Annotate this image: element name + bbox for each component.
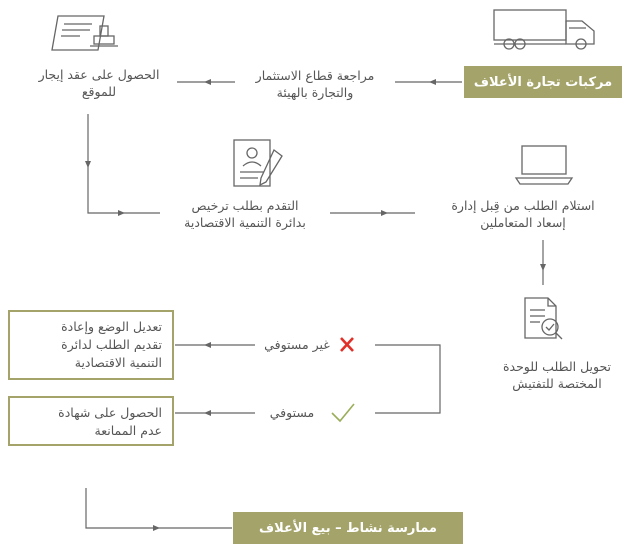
resubmit-box: تعديل الوضع وإعادة تقديم الطلب لدائرة ال…: [8, 310, 174, 380]
check-icon: [331, 403, 355, 423]
end-label: ممارسة نشاط – بيع الأعلاف: [259, 520, 437, 536]
review-line-2: والتجارة بالهيئة: [276, 85, 354, 100]
transfer-line-2: المختصة للتفتيش: [512, 376, 602, 391]
not-compliant-label: غير مستوفي: [264, 337, 330, 352]
license-line-2: بدائرة التنمية الاقتصادية: [184, 215, 306, 230]
receive-line-1: استلام الطلب من قِبل إدارة: [451, 198, 595, 213]
lease-line-2: للموقع: [81, 84, 117, 99]
review-step: مراجعة قطاع الاستثمار والتجارة بالهيئة: [235, 67, 395, 101]
lease-line-1: الحصول على عقد إيجار: [38, 67, 160, 82]
compliant-label: مستوفي: [269, 405, 315, 420]
receive-step: استلام الطلب من قِبل إدارة إسعاد المتعام…: [418, 197, 628, 231]
transfer-step: تحويل الطلب للوحدة المختصة للتفتيش: [486, 358, 628, 392]
truck-icon: [493, 9, 595, 50]
end-box: ممارسة نشاط – بيع الأعلاف: [233, 512, 463, 544]
certificate-line-1: الحصول على شهادة: [58, 405, 162, 420]
resubmit-line-3: التنمية الاقتصادية: [74, 355, 162, 370]
laptop-icon: [514, 145, 574, 185]
stamp-document-icon: [51, 15, 118, 51]
review-line-1: مراجعة قطاع الاستثمار: [255, 68, 375, 83]
receive-line-2: إسعاد المتعاملين: [480, 215, 566, 230]
license-step: التقدم بطلب ترخيص بدائرة التنمية الاقتصا…: [160, 197, 330, 231]
certificate-box: الحصول على شهادة عدم الممانعة: [8, 396, 174, 446]
certificate-line-2: عدم الممانعة: [94, 423, 163, 438]
lease-step: الحصول على عقد إيجار للموقع: [20, 66, 178, 100]
license-line-1: التقدم بطلب ترخيص: [191, 198, 299, 213]
inspection-document-icon: [524, 297, 563, 340]
resubmit-line-1: تعديل الوضع وإعادة: [61, 319, 162, 334]
cross-icon: [340, 337, 354, 352]
transfer-line-1: تحويل الطلب للوحدة: [502, 359, 612, 374]
start-box: مركبات تجارة الأعلاف: [464, 66, 622, 98]
form-pen-icon: [233, 139, 283, 187]
resubmit-line-2: تقديم الطلب لدائرة: [61, 337, 162, 352]
start-label: مركبات تجارة الأعلاف: [473, 74, 613, 90]
